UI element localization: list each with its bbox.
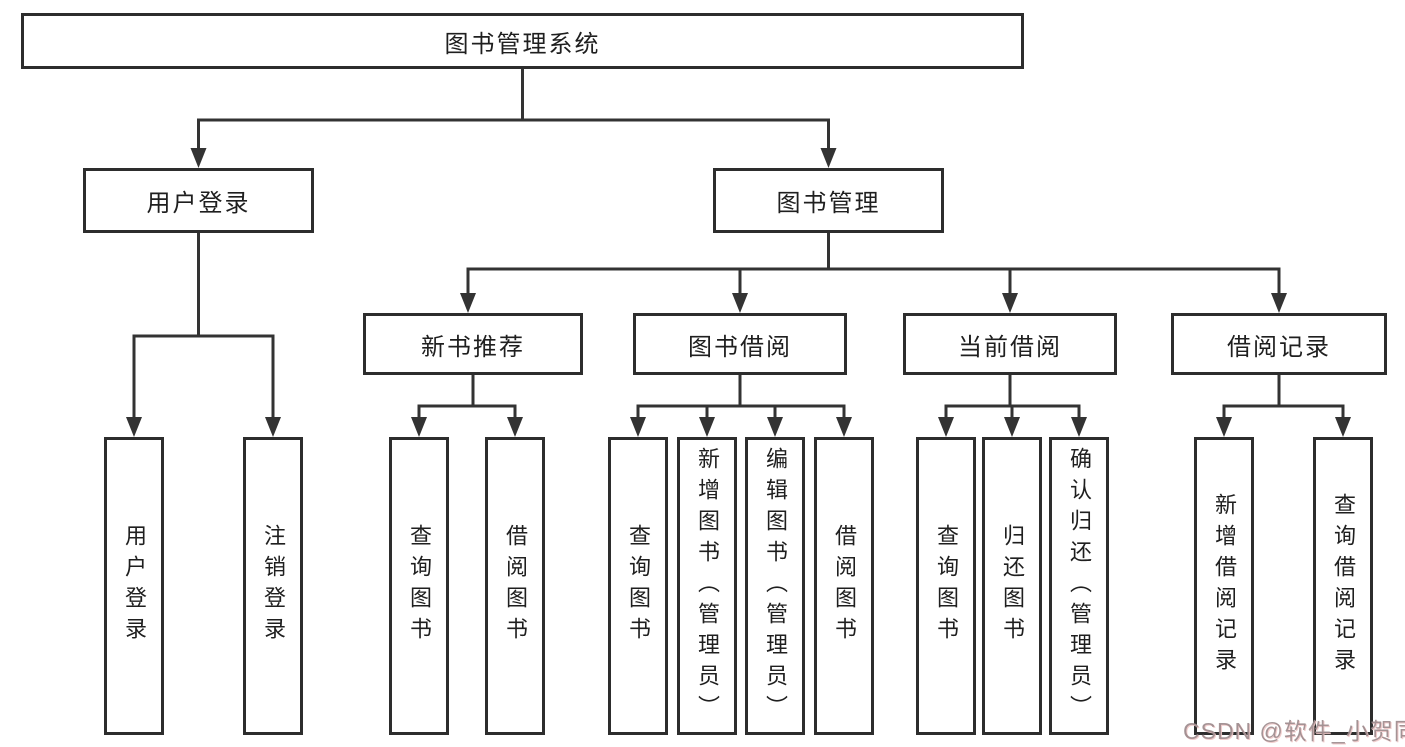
leaf-borrow-query-books: 查询图书 bbox=[608, 437, 668, 735]
node-new-book-recommend: 新书推荐 bbox=[363, 313, 583, 375]
node-borrow-records: 借阅记录 bbox=[1171, 313, 1387, 375]
arrowhead-down-icon bbox=[938, 417, 954, 437]
arrowhead-down-icon bbox=[1335, 417, 1351, 437]
leaf-records-query-record: 查询借阅记录 bbox=[1313, 437, 1373, 735]
arrowhead-down-icon bbox=[411, 417, 427, 437]
leaf-user-login: 用户登录 bbox=[104, 437, 164, 735]
node-book-management: 图书管理 bbox=[713, 168, 944, 233]
node-label: 当前借阅 bbox=[958, 333, 1062, 361]
arrowhead-down-icon bbox=[1004, 417, 1020, 437]
node-label: 查询图书 bbox=[626, 524, 651, 648]
arrowhead-down-icon bbox=[190, 148, 207, 168]
arrowhead-down-icon bbox=[836, 417, 852, 437]
leaf-recommend-borrow-books: 借阅图书 bbox=[485, 437, 545, 735]
leaf-borrow-borrow-books: 借阅图书 bbox=[814, 437, 874, 735]
leaf-records-add-record: 新增借阅记录 bbox=[1194, 437, 1254, 735]
node-label: 新书推荐 bbox=[421, 333, 525, 361]
leaf-logout-login: 注销登录 bbox=[243, 437, 303, 735]
node-label: 注销登录 bbox=[261, 524, 286, 648]
leaf-borrow-edit-books-admin: 编辑图书（管理员） bbox=[745, 437, 805, 735]
node-label: 归还图书 bbox=[1000, 524, 1025, 648]
arrowhead-down-icon bbox=[732, 293, 748, 313]
arrowhead-down-icon bbox=[630, 417, 646, 437]
node-label: 图书管理 bbox=[776, 190, 881, 217]
arrowhead-down-icon bbox=[1071, 417, 1087, 437]
arrowhead-down-icon bbox=[1271, 293, 1287, 313]
arrowhead-down-icon bbox=[126, 417, 142, 437]
node-label: 图书借阅 bbox=[688, 333, 792, 361]
arrowhead-down-icon bbox=[460, 293, 476, 313]
arrowhead-down-icon bbox=[265, 417, 281, 437]
node-label: 查询借阅记录 bbox=[1331, 493, 1356, 679]
node-label: 用户登录 bbox=[146, 190, 251, 217]
arrowhead-down-icon bbox=[1002, 293, 1018, 313]
node-label: 编辑图书（管理员） bbox=[763, 446, 788, 726]
leaf-borrow-add-books-admin: 新增图书（管理员） bbox=[677, 437, 737, 735]
arrowhead-down-icon bbox=[507, 417, 523, 437]
arrowhead-down-icon bbox=[767, 417, 783, 437]
leaf-recommend-query-books: 查询图书 bbox=[389, 437, 449, 735]
node-label: 查询图书 bbox=[934, 524, 959, 648]
node-book-borrow: 图书借阅 bbox=[633, 313, 847, 375]
node-label: 确认归还（管理员） bbox=[1067, 446, 1092, 726]
node-label: 查询图书 bbox=[407, 524, 432, 648]
node-label: 新增图书（管理员） bbox=[695, 446, 720, 726]
node-label: 图书管理系统 bbox=[444, 30, 601, 58]
node-user-login: 用户登录 bbox=[83, 168, 314, 233]
node-label: 借阅记录 bbox=[1227, 333, 1331, 361]
leaf-current-confirm-return-admin: 确认归还（管理员） bbox=[1049, 437, 1109, 735]
node-label: 新增借阅记录 bbox=[1212, 493, 1237, 679]
node-label: 用户登录 bbox=[122, 524, 147, 648]
leaf-current-return-books: 归还图书 bbox=[982, 437, 1042, 735]
node-root: 图书管理系统 bbox=[21, 13, 1024, 69]
leaf-current-query-books: 查询图书 bbox=[916, 437, 976, 735]
arrowhead-down-icon bbox=[699, 417, 715, 437]
arrowhead-down-icon bbox=[1216, 417, 1232, 437]
node-label: 借阅图书 bbox=[503, 524, 528, 648]
node-current-borrow: 当前借阅 bbox=[903, 313, 1117, 375]
csdn-watermark: CSDN @软件_小贺同学 bbox=[1183, 718, 1405, 744]
arrowhead-down-icon bbox=[820, 148, 837, 168]
node-label: 借阅图书 bbox=[832, 524, 857, 648]
